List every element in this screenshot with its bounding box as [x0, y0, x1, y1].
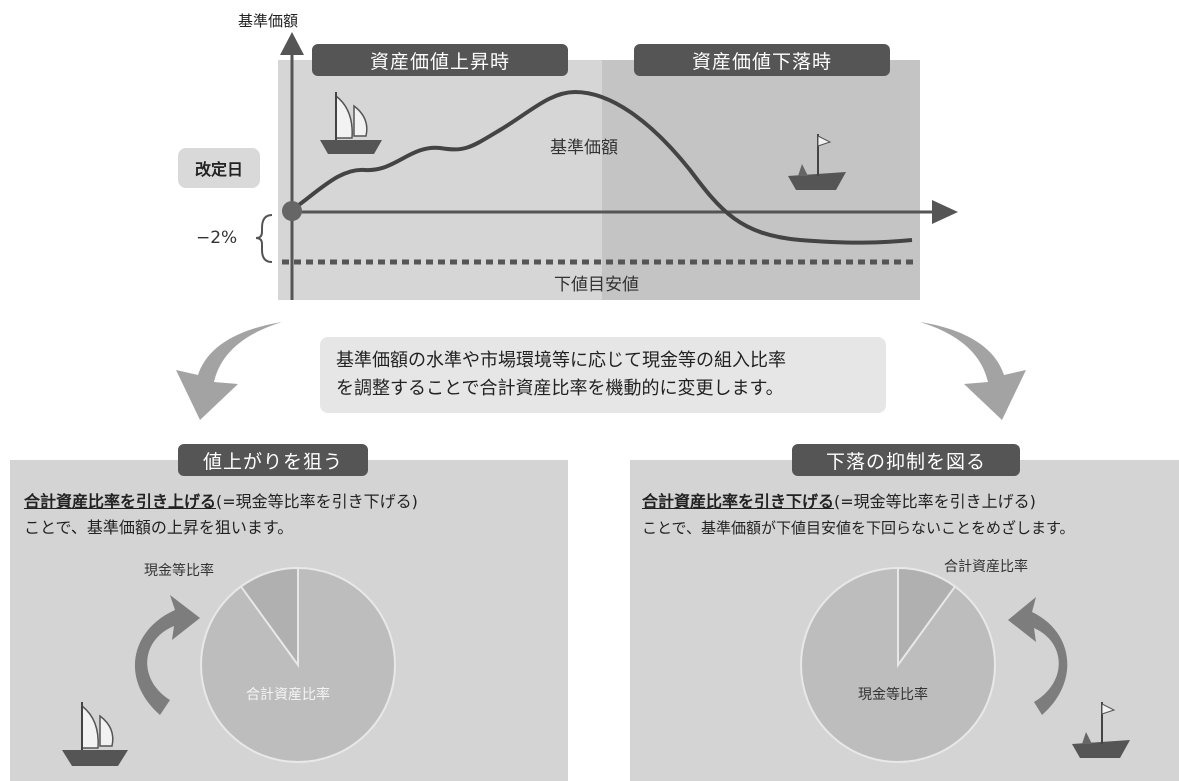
left-panel-line1: 合計資産比率を引き上げる(=現金等比率を引き下げる) — [24, 490, 418, 514]
y-axis-label: 基準価額 — [238, 12, 299, 30]
floor-label: 下値目安値 — [554, 275, 639, 295]
right-panel-bold-text: 合計資産比率を引き下げる — [642, 492, 835, 511]
right-panel-line1: 合計資産比率を引き下げる(=現金等比率を引き上げる) — [642, 490, 1036, 514]
right-panel-banner: 下落の抑制を図る — [792, 444, 1020, 476]
nav-curve — [290, 89, 913, 245]
right-panel-line2: ことで、基準価額が下値目安値を下回らないことをめざします。 — [642, 519, 1075, 537]
x-axis-arrow — [932, 200, 958, 224]
left-down-arrow — [176, 322, 282, 420]
left-pie-large-label: 合計資産比率 — [246, 687, 330, 703]
drop-brace — [255, 214, 273, 263]
ship-icon — [62, 702, 128, 766]
top-diagram — [255, 32, 958, 300]
ship-icon — [1072, 702, 1130, 758]
right-panel-paren-text: (=現金等比率を引き上げる) — [834, 492, 1036, 511]
left-panel-paren-text: (=現金等比率を引き下げる) — [216, 492, 418, 511]
revision-day-label: 改定日 — [178, 148, 260, 188]
down-arrows — [176, 322, 1026, 420]
left-pie-chart — [62, 566, 396, 766]
right-curved-arrow — [1008, 597, 1068, 715]
left-pie-small-label: 現金等比率 — [144, 563, 214, 579]
center-note: 基準価額の水準や市場環境等に応じて現金等の組入比率 を調整することで合計資産比率… — [320, 337, 886, 413]
banner-asset-rise: 資産価値上昇時 — [312, 44, 568, 76]
center-note-line2: を調整することで合計資産比率を機動的に変更します。 — [336, 378, 784, 399]
left-curved-arrow — [134, 595, 200, 715]
y-axis-arrow — [280, 32, 304, 55]
right-pie-small-label: 合計資産比率 — [944, 559, 1028, 575]
center-note-line1: 基準価額の水準や市場環境等に応じて現金等の組入比率 — [336, 350, 786, 371]
left-pie-small-slice — [239, 566, 299, 669]
right-pie-chart — [800, 566, 1130, 763]
banner-asset-fall: 資産価値下落時 — [634, 44, 890, 76]
drop-percentage-label: −2% — [196, 228, 238, 248]
left-panel-banner: 値上がりを狙う — [178, 444, 368, 476]
ship-icon — [320, 92, 382, 154]
revision-point — [282, 201, 302, 221]
left-panel-bold-text: 合計資産比率を引き上げる — [24, 492, 217, 511]
right-down-arrow — [920, 322, 1026, 420]
right-pie-small-slice — [897, 566, 957, 669]
left-panel-line2: ことで、基準価額の上昇を狙います。 — [24, 518, 294, 537]
nav-curve-label: 基準価額 — [550, 138, 618, 158]
ship-icon — [788, 134, 846, 190]
right-pie-large-label: 現金等比率 — [858, 687, 928, 703]
